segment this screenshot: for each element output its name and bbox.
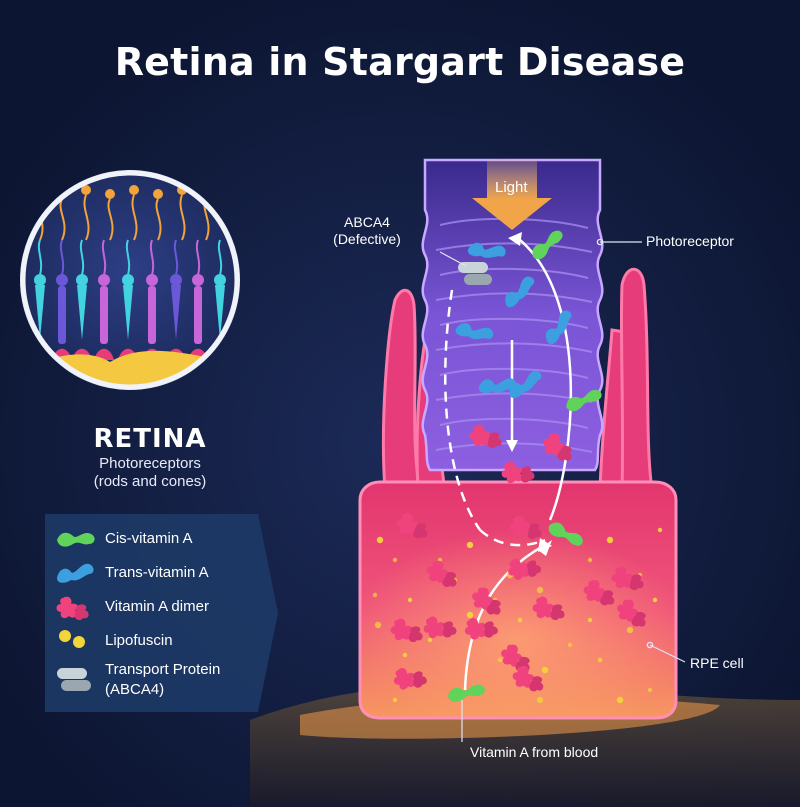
callout-dots xyxy=(596,238,654,649)
vitamin-a-dimer-icon xyxy=(56,596,89,621)
retina-subtitle: Photoreceptors (rods and cones) xyxy=(50,455,250,491)
lipofuscin-dot xyxy=(587,617,593,623)
rpe-cell-label: RPE cell xyxy=(690,655,744,671)
abca4-callout: ABCA4 (Defective) xyxy=(322,214,412,248)
photoreceptor-cell xyxy=(166,239,186,360)
abca4-callout-line1: ABCA4 xyxy=(344,214,390,230)
vitamin-a-dimer-molecule xyxy=(512,666,544,692)
legend-label: Trans-vitamin A xyxy=(105,564,209,581)
lipofuscin-dot xyxy=(372,592,378,598)
retina-subtitle-line1: Photoreceptors xyxy=(99,455,201,472)
lipofuscin-dot xyxy=(392,557,398,563)
retina-heading: RETINA xyxy=(93,424,207,454)
lipofuscin-dot xyxy=(392,697,398,703)
trans-vitamin-a-molecule xyxy=(478,378,517,393)
lipofuscin-dot xyxy=(536,586,544,594)
retina-subtitle-line2: (rods and cones) xyxy=(93,473,207,490)
photoreceptor-cell xyxy=(188,239,208,360)
lipofuscin-dot xyxy=(402,652,408,658)
legend-label: Transport Protein (ABCA4) xyxy=(105,660,220,700)
lipofuscin-dot xyxy=(616,696,624,704)
ganglion-cell xyxy=(105,189,115,241)
vitamin-a-dimer-molecule xyxy=(426,560,457,587)
lipofuscin-dot xyxy=(376,536,384,544)
lipofuscin-dot xyxy=(541,666,549,674)
callout-lines xyxy=(439,241,686,742)
vitamin-a-blood-label: Vitamin A from blood xyxy=(470,744,599,760)
legend-item-lipofuscin: Lipofuscin xyxy=(45,626,285,656)
lipofuscin-dot xyxy=(626,626,634,634)
lipofuscin-dot xyxy=(606,536,614,544)
vitamin-a-dimer-molecule xyxy=(423,616,457,639)
vitamin-a-dimer-molecule xyxy=(543,433,572,461)
lipofuscin-dot xyxy=(427,637,433,643)
lipofuscin-dot xyxy=(466,611,474,619)
cis-vitamin-a-molecule xyxy=(548,522,583,546)
legend-label: Vitamin A dimer xyxy=(105,598,209,615)
vitamin-a-dimer-molecule xyxy=(390,618,423,643)
photoreceptor-label: Photoreceptor xyxy=(646,233,734,249)
ganglion-cell xyxy=(81,185,91,241)
vitamin-a-dimer-molecule xyxy=(532,596,565,621)
abca4-callout-line2: (Defective) xyxy=(333,231,401,247)
lipofuscin-icon xyxy=(59,630,85,648)
vitamin-a-dimer-molecule xyxy=(617,599,646,627)
molecules xyxy=(390,230,646,702)
trans-vitamin-a-icon xyxy=(57,563,94,583)
trans-vitamin-a-molecule xyxy=(505,276,535,308)
transport-protein-icon xyxy=(57,668,91,691)
legend-item-vitamin-a-dimer: Vitamin A dimer xyxy=(45,592,285,622)
trans-vitamin-a-molecule xyxy=(467,242,506,258)
lipofuscin-dot xyxy=(652,597,658,603)
trans-vitamin-a-molecule xyxy=(509,370,542,399)
vitamin-a-dimer-molecule xyxy=(501,461,535,484)
lipofuscin-dot xyxy=(374,621,382,629)
cis-vitamin-a-icon xyxy=(57,532,95,547)
ganglion-cell xyxy=(129,185,139,241)
lipofuscin-dot xyxy=(466,541,474,549)
legend-item-trans-vitamin-a: Trans-vitamin A xyxy=(45,558,285,588)
vitamin-a-dimer-molecule xyxy=(393,668,427,690)
legend-label: Lipofuscin xyxy=(105,632,173,649)
vitamin-a-dimer-molecule xyxy=(396,513,428,539)
trans-vitamin-a-molecule xyxy=(455,322,494,339)
vitamin-a-dimer-molecule xyxy=(469,424,502,449)
lipofuscin-dot xyxy=(597,657,603,663)
legend-label-line1: Transport Protein xyxy=(105,661,221,678)
arrowheads xyxy=(506,232,552,556)
light-label: Light xyxy=(495,179,528,196)
light-arrow xyxy=(472,160,552,230)
vitamin-a-dimer-molecule xyxy=(583,580,615,606)
legend: Cis-vitamin A Trans-vitamin A Vitamin A … xyxy=(45,514,277,712)
vitamin-a-dimer-molecule xyxy=(464,618,498,640)
page-title: Retina in Stargart Disease xyxy=(114,40,686,84)
lipofuscin-dot xyxy=(587,557,593,563)
lipofuscin-dot xyxy=(657,527,663,533)
trans-vitamin-a-molecule xyxy=(545,310,572,345)
vitamin-a-dimer-molecule xyxy=(508,558,542,580)
cis-vitamin-a-molecule xyxy=(447,684,485,702)
lipofuscin-dot xyxy=(497,657,503,663)
legend-label-line2: (ABCA4) xyxy=(105,681,165,698)
lipofuscin-dot xyxy=(536,696,544,704)
legend-item-transport-protein: Transport Protein (ABCA4) xyxy=(45,661,285,698)
abca4-transport-protein xyxy=(458,262,492,285)
cis-vitamin-a-molecule xyxy=(532,230,563,260)
vitamin-a-dimer-molecule xyxy=(509,515,542,540)
legend-panel xyxy=(45,514,278,712)
ganglion-cell xyxy=(153,189,163,241)
lipofuscin-dot xyxy=(567,642,573,648)
lipofuscin-dot xyxy=(407,597,413,603)
vitamin-a-dimer-molecule xyxy=(472,587,501,615)
lipofuscin-dot xyxy=(647,687,653,693)
legend-item-cis-vitamin-a: Cis-vitamin A xyxy=(45,524,285,554)
vitamin-a-dimer-molecule xyxy=(611,566,644,591)
retina-magnified-view xyxy=(20,170,240,390)
lipofuscin-dot xyxy=(517,617,523,623)
legend-label: Cis-vitamin A xyxy=(105,530,193,547)
cis-vitamin-a-molecule xyxy=(566,389,602,412)
